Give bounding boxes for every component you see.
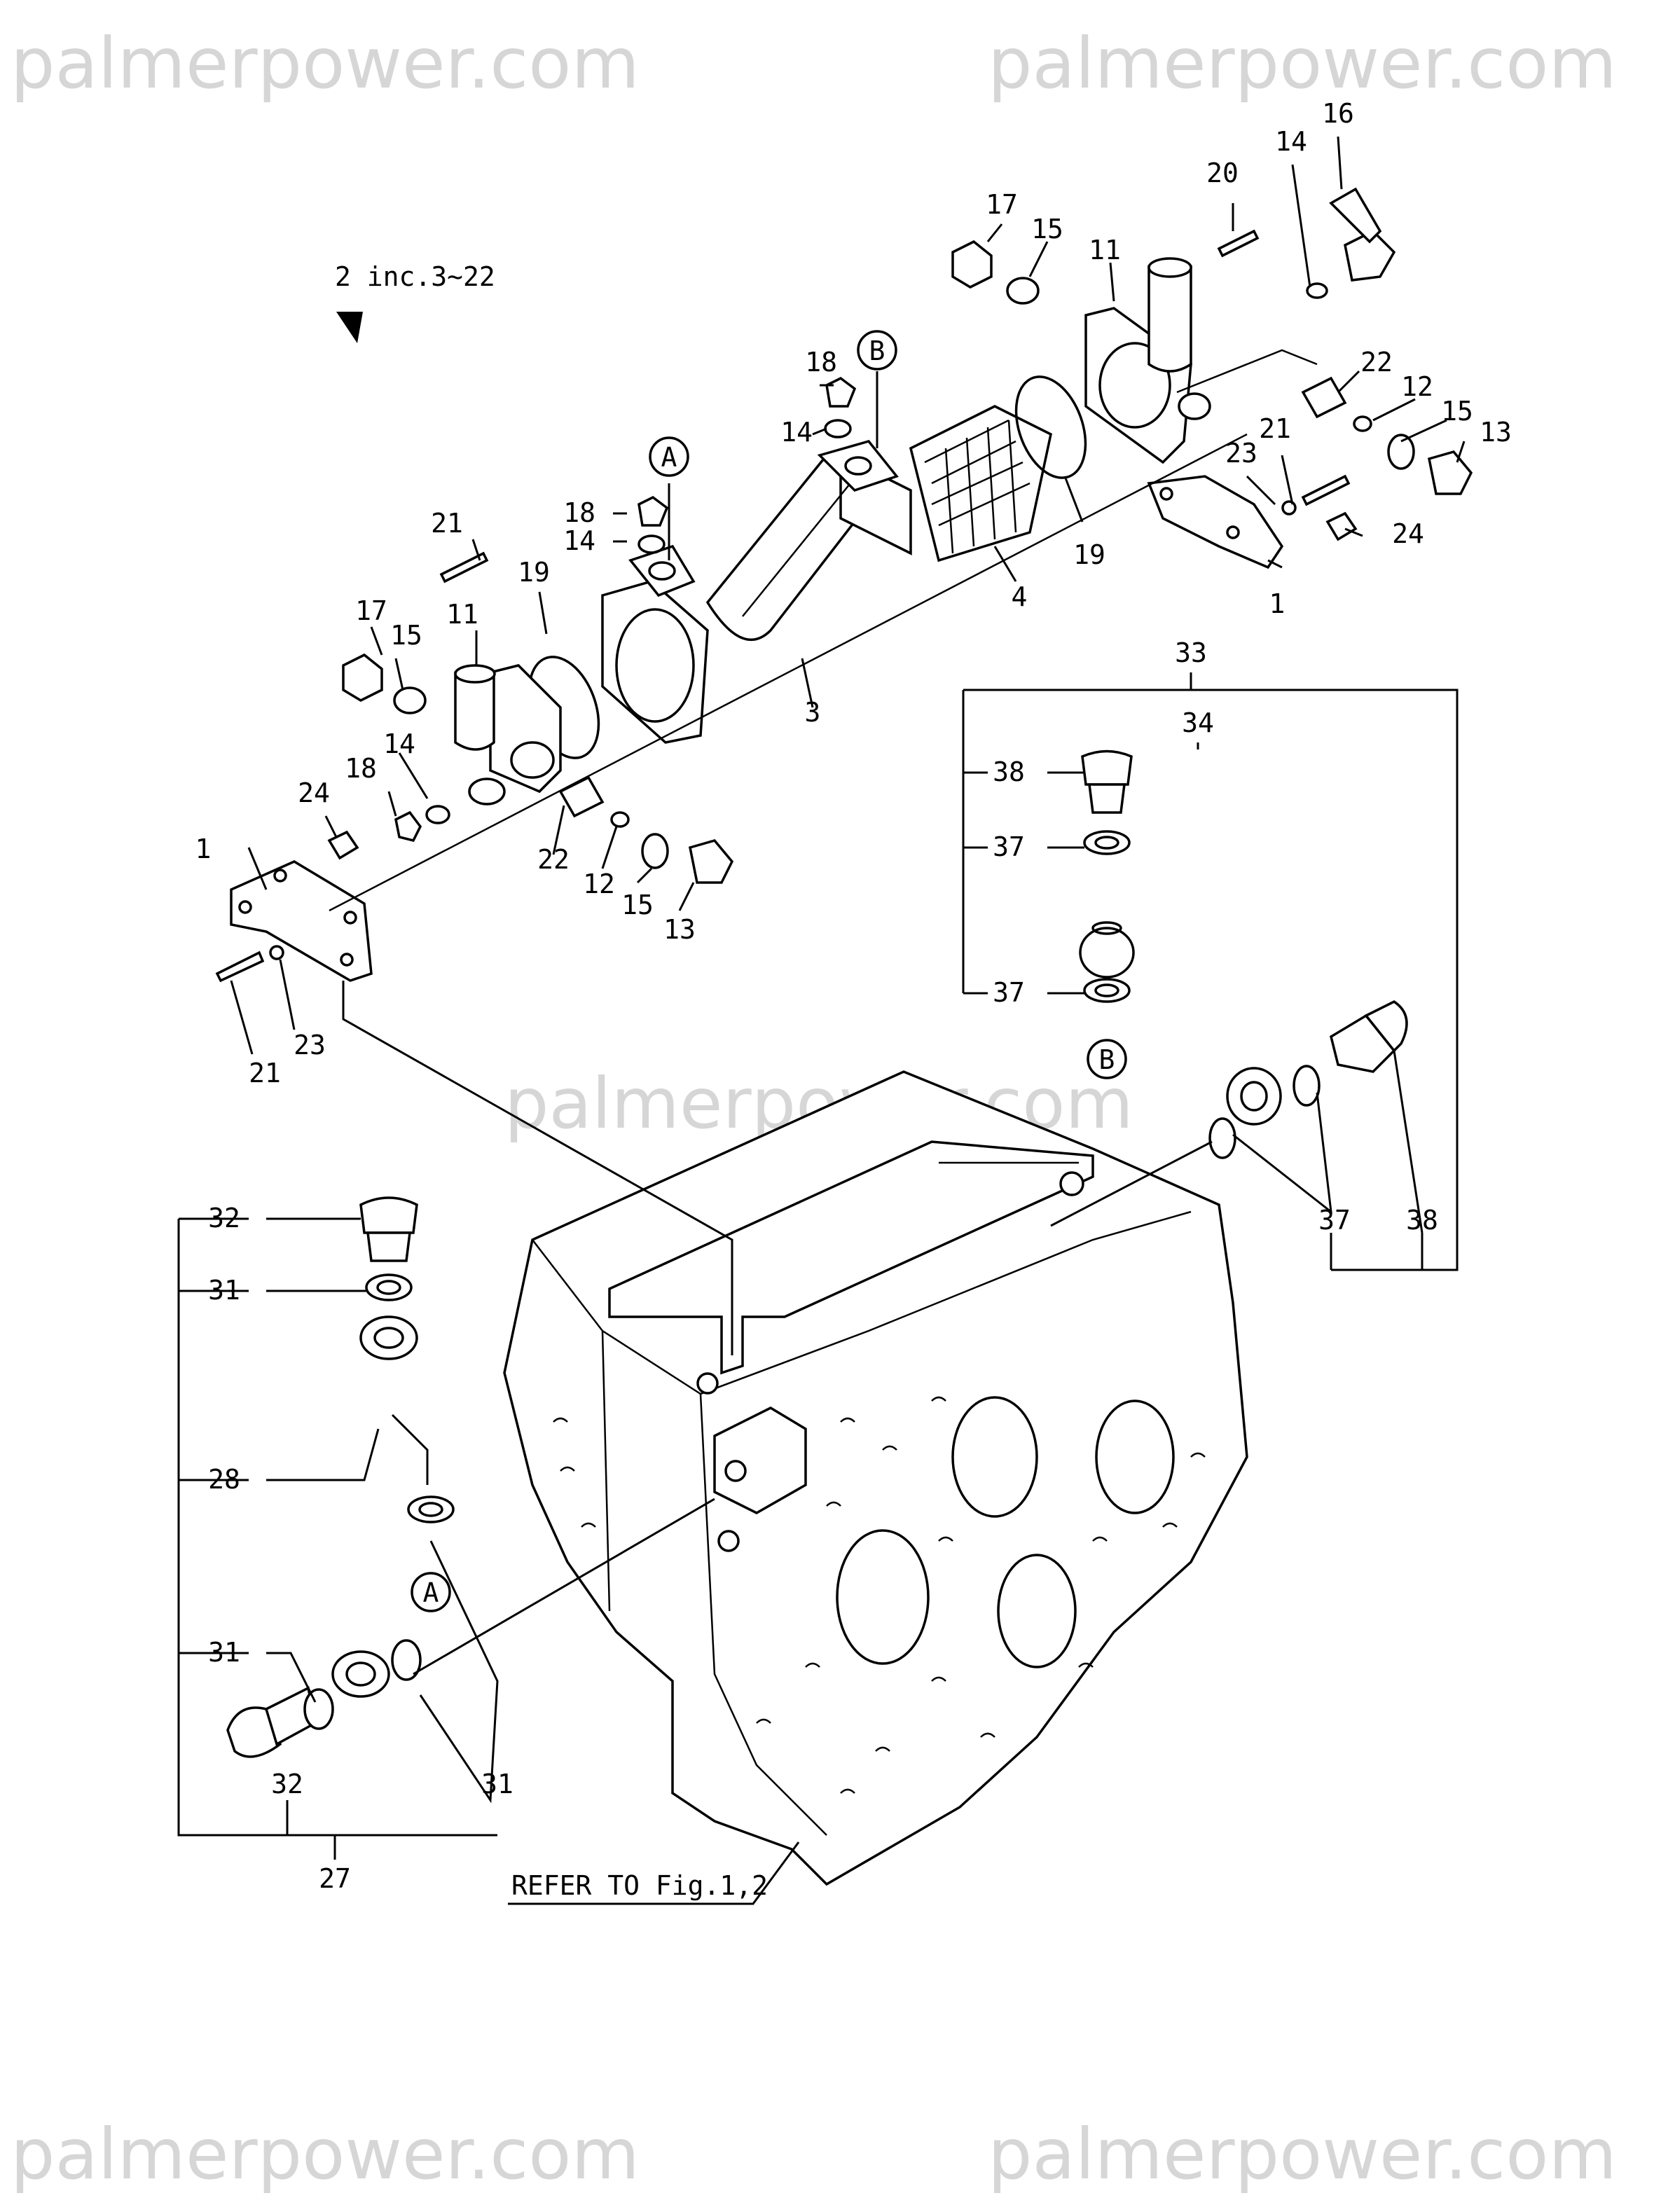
watermark-top-right: palmerpower.com: [988, 22, 1617, 104]
assembly-note: 2 inc.3∼22: [335, 261, 495, 292]
callout-15: 15: [621, 890, 654, 920]
callout-22: 22: [1360, 347, 1393, 378]
callout-38: 38: [1406, 1205, 1438, 1236]
callout-11: 11: [1089, 235, 1121, 265]
bracket-right: [1147, 475, 1284, 569]
callout-3: 3: [805, 697, 821, 728]
svg-text:A: A: [661, 442, 677, 473]
watermark-bottom-left: palmerpower.com: [11, 2113, 640, 2195]
callout-14: 14: [383, 728, 415, 759]
callout-37: 37: [993, 831, 1025, 862]
callout-23: 23: [294, 1030, 326, 1060]
callout-18: 18: [563, 497, 595, 528]
callout-12: 12: [1401, 371, 1433, 402]
callout-13: 13: [1480, 417, 1512, 448]
direction-arrow-icon: [336, 312, 363, 343]
callout-14: 14: [1275, 126, 1307, 157]
callout-27: 27: [319, 1863, 351, 1894]
callout-32: 32: [271, 1769, 303, 1799]
callout-18: 18: [345, 753, 377, 784]
svg-text:B: B: [869, 336, 885, 366]
callout-14: 14: [563, 525, 595, 556]
callout-24: 24: [298, 777, 330, 808]
callout-33: 33: [1175, 637, 1207, 668]
callout-15: 15: [1031, 214, 1063, 244]
callout-24: 24: [1392, 518, 1424, 549]
callout-16: 16: [1322, 98, 1354, 129]
callout-1: 1: [1269, 588, 1285, 619]
o-ring-right: [1014, 375, 1087, 479]
callout-37: 37: [993, 977, 1025, 1008]
callout-22: 22: [537, 844, 570, 875]
ref-marker-b-right: B: [1087, 1039, 1127, 1079]
callout-labels: 16 14 20 17 15 11 22 12 15 13 21 23 24 1…: [195, 98, 1512, 1894]
tube-bundle: [909, 405, 1052, 562]
callout-1: 1: [195, 834, 212, 864]
callout-21: 21: [249, 1058, 281, 1088]
callout-17: 17: [986, 189, 1018, 220]
callout-11: 11: [446, 599, 478, 630]
callout-34: 34: [1182, 707, 1214, 738]
callout-12: 12: [583, 869, 615, 899]
cover-right: [1084, 257, 1211, 464]
callout-19: 19: [1073, 539, 1105, 570]
pipe-28: [226, 1196, 455, 1758]
ref-marker-a-left: A: [411, 1572, 451, 1612]
callout-19: 19: [518, 557, 550, 588]
callout-31: 31: [481, 1769, 513, 1799]
refer-note: REFER TO Fig.1,2: [511, 1870, 768, 1901]
callout-4: 4: [1012, 581, 1028, 612]
callout-15: 15: [1441, 396, 1473, 427]
ref-marker-a-top: A: [649, 436, 689, 477]
callout-15: 15: [390, 620, 422, 651]
callout-23: 23: [1225, 438, 1257, 469]
callout-18: 18: [805, 347, 837, 378]
callout-14: 14: [780, 417, 813, 448]
watermark-bottom-right: palmerpower.com: [988, 2113, 1617, 2195]
svg-text:B: B: [1099, 1044, 1115, 1075]
shell-flange-left: [601, 580, 709, 744]
ref-marker-b-top: B: [857, 330, 897, 371]
callout-31: 31: [208, 1637, 240, 1668]
callout-38: 38: [993, 756, 1025, 787]
watermark-top-left: palmerpower.com: [11, 22, 640, 104]
leader-lines: [177, 136, 1466, 1905]
callout-31: 31: [208, 1275, 240, 1306]
callout-21: 21: [431, 508, 463, 539]
callout-28: 28: [208, 1464, 240, 1495]
bracket-left: [230, 860, 373, 982]
svg-text:A: A: [423, 1577, 439, 1608]
gearbox-housing: [503, 1070, 1248, 1886]
cover-left: [454, 664, 562, 806]
callout-13: 13: [663, 914, 696, 945]
callout-20: 20: [1206, 158, 1239, 188]
callout-17: 17: [355, 595, 387, 626]
callout-21: 21: [1259, 413, 1291, 444]
callout-37: 37: [1318, 1205, 1351, 1236]
callout-32: 32: [208, 1203, 240, 1233]
oil-cooler-assembly: [215, 187, 1473, 983]
pipe-34: [1079, 749, 1408, 1159]
